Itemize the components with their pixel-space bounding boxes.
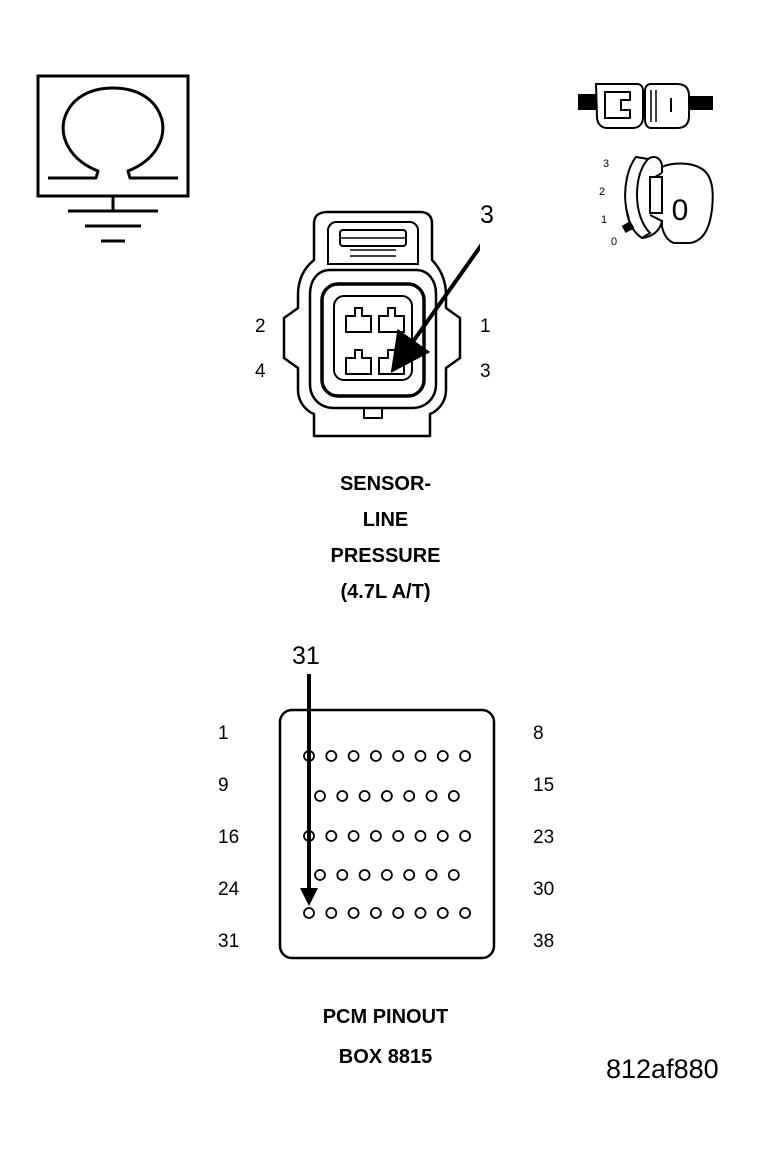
pcm-connector-face (278, 674, 496, 960)
pcm-pin-15 (447, 790, 460, 802)
pcm-row-end-label-5: 38 (533, 931, 555, 952)
pcm-pin-35 (392, 907, 405, 919)
ignition-position-0: 0 (611, 236, 617, 248)
sensor-connector-face (282, 210, 480, 438)
sensor-title-line-4: (4.7L A/T) (340, 581, 431, 603)
pcm-pin-32 (325, 907, 338, 919)
ignition-key-label: 0 (672, 194, 689, 227)
pcm-pin-38 (459, 907, 472, 919)
pcm-pin-24 (314, 869, 326, 881)
pcm-pin-20 (392, 830, 405, 842)
pcm-pin-4 (370, 750, 382, 762)
pcm-pin-2 (325, 750, 338, 762)
sensor-callout-number: 3 (480, 201, 494, 229)
pcm-pin-37 (436, 907, 449, 919)
figure-id: 812af880 (606, 1054, 719, 1084)
pcm-pin-17 (325, 830, 338, 842)
sensor-pin-label-3: 3 (480, 361, 491, 382)
pcm-row-end-label-1: 8 (533, 723, 544, 744)
pcm-row-start-label-3: 16 (218, 827, 240, 848)
pcm-callout-number: 31 (292, 642, 320, 670)
pcm-row-end-label-3: 23 (533, 827, 555, 848)
sensor-callout-arrow (390, 243, 480, 374)
pcm-pin-27 (381, 869, 393, 881)
ohm-meter-ground-icon (36, 74, 190, 243)
pcm-pin-22 (436, 830, 449, 842)
pcm-pin-23 (459, 830, 472, 842)
sensor-title-line-2: LINE (362, 509, 409, 531)
pcm-pin-11 (358, 790, 371, 802)
pcm-pin-26 (358, 869, 371, 881)
pcm-pin-31 (303, 907, 315, 919)
disconnected-connector-icon (578, 83, 713, 129)
pcm-row-start-label-4: 24 (218, 879, 240, 900)
pcm-row-start-label-2: 9 (218, 775, 229, 796)
sensor-pin-label-2: 2 (255, 316, 266, 337)
pcm-pin-28 (403, 869, 416, 881)
pcm-pin-9 (314, 790, 326, 802)
sensor-pin-label-4: 4 (255, 361, 266, 382)
ignition-position-1: 1 (601, 214, 607, 226)
pcm-pin-6 (414, 750, 427, 762)
pcm-pin-10 (336, 790, 349, 802)
sensor-title-line-1: SENSOR- (339, 473, 432, 495)
pcm-pin-12 (381, 790, 393, 802)
pcm-pin-14 (425, 790, 438, 802)
pcm-pin-33 (347, 907, 360, 919)
sensor-pin-2 (345, 307, 372, 333)
pcm-pin-21 (414, 830, 427, 842)
pcm-pin-5 (392, 750, 405, 762)
pcm-row-start-label-1: 1 (218, 723, 229, 744)
pcm-row-end-label-4: 30 (533, 879, 555, 900)
pcm-pin-36 (414, 907, 427, 919)
pcm-pin-30 (447, 869, 460, 881)
pcm-title-line-1: PCM PINOUT (322, 1006, 449, 1028)
ignition-position-3: 3 (603, 158, 609, 170)
sensor-pin-1 (378, 307, 405, 333)
pcm-pin-3 (347, 750, 360, 762)
pcm-pin-18 (347, 830, 360, 842)
sensor-title-line-3: PRESSURE (330, 545, 441, 567)
pcm-callout-arrow-head (300, 888, 318, 906)
ignition-position-2: 2 (599, 186, 605, 198)
sensor-pin-label-1: 1 (480, 316, 491, 337)
pcm-pin-29 (425, 869, 438, 881)
pcm-pin-19 (370, 830, 382, 842)
ignition-switch-off-icon: 3 2 1 0 0 (599, 155, 714, 248)
pcm-title-line-2: BOX 8815 (338, 1046, 433, 1068)
pcm-pin-34 (370, 907, 382, 919)
pcm-pin-13 (403, 790, 416, 802)
pcm-pin-8 (459, 750, 472, 762)
sensor-pin-4 (345, 349, 372, 375)
pcm-row-start-label-5: 31 (218, 931, 240, 952)
pcm-row-end-label-2: 15 (533, 775, 555, 796)
pcm-pin-grid (303, 750, 472, 919)
pcm-connector-body (278, 708, 496, 960)
pcm-pin-7 (436, 750, 449, 762)
pcm-pin-25 (336, 869, 349, 881)
